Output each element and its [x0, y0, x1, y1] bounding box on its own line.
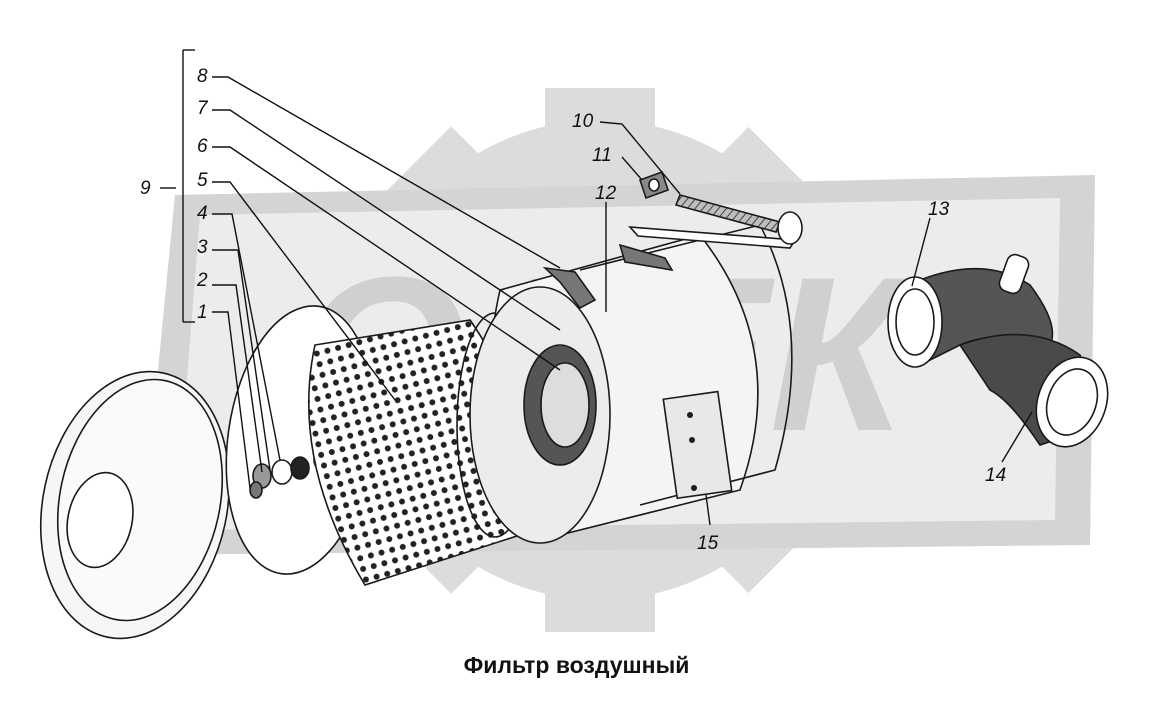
- callout-7: 7: [197, 98, 209, 119]
- callout-8: 8: [197, 66, 208, 87]
- callout-1: 1: [197, 302, 208, 323]
- clamp-bolt: [674, 194, 803, 245]
- callouts: 1 2 3 4 5 6 7 8 9 10 11 12 13 14 15: [140, 66, 1006, 554]
- callout-3: 3: [197, 237, 208, 258]
- square-nut: [638, 170, 670, 200]
- callout-2: 2: [196, 270, 208, 291]
- callout-10: 10: [572, 111, 594, 132]
- callout-12: 12: [595, 183, 617, 204]
- callout-15: 15: [697, 533, 719, 554]
- callout-5: 5: [197, 170, 208, 191]
- housing-clamp: [542, 226, 797, 310]
- callout-13: 13: [928, 199, 950, 220]
- callout-14: 14: [985, 465, 1006, 486]
- filter-housing: [469, 224, 793, 544]
- intake-elbow: [887, 253, 1109, 448]
- leader-lines: [160, 49, 1033, 526]
- callout-11: 11: [592, 145, 612, 166]
- callout-4: 4: [197, 203, 208, 224]
- diagram-caption: Фильтр воздушный: [463, 652, 690, 678]
- callout-6: 6: [197, 136, 208, 157]
- end-cover: [39, 370, 231, 640]
- callout-9: 9: [140, 178, 151, 199]
